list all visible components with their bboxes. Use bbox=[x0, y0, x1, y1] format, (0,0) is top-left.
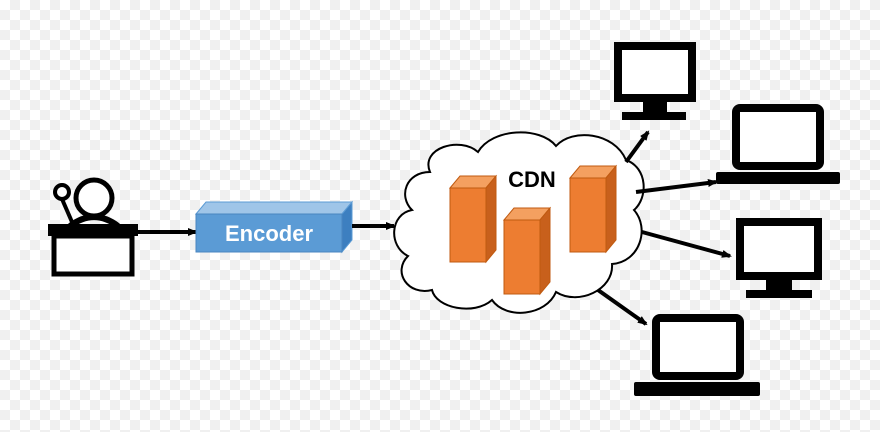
desktop-monitor-icon bbox=[614, 42, 696, 120]
server-block-icon bbox=[568, 164, 618, 254]
cdn-label: CDN bbox=[508, 167, 556, 192]
encoder-box: Encoder bbox=[194, 200, 354, 254]
server-block-icon bbox=[448, 174, 498, 264]
laptop-icon bbox=[634, 314, 760, 396]
desktop-monitor-icon bbox=[736, 218, 822, 298]
speaker-at-podium-icon bbox=[48, 177, 138, 277]
laptop-icon bbox=[716, 104, 840, 184]
server-block-icon bbox=[502, 206, 552, 296]
arrow-cdn-to-laptop-1 bbox=[635, 179, 718, 194]
arrow-cdn-to-desktop-2 bbox=[641, 230, 732, 258]
arrow-cdn-to-desktop-1 bbox=[624, 130, 650, 164]
arrow-cdn-to-laptop-2 bbox=[596, 288, 648, 326]
encoder-label: Encoder bbox=[225, 221, 313, 246]
